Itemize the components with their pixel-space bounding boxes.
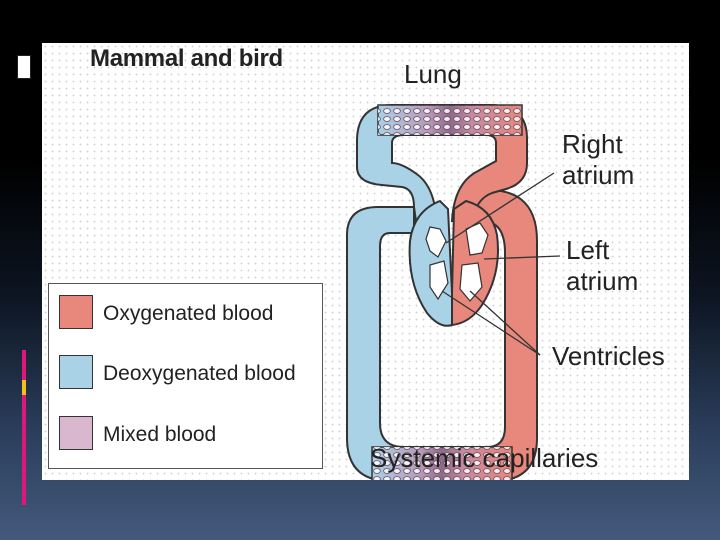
slide-accent-bar-pink-long	[22, 395, 26, 505]
legend: Oxygenated blood Deoxygenated blood Mixe…	[48, 283, 323, 469]
ventricles-label: Ventricles	[552, 341, 665, 371]
ventricles-leader-2	[469, 290, 541, 356]
lung-label: Lung	[404, 59, 462, 89]
legend-item-mixed: Mixed blood	[59, 416, 319, 452]
slide-decoration-square	[17, 55, 31, 79]
legend-label-deoxygenated: Deoxygenated blood	[103, 362, 296, 385]
legend-swatch-deoxygenated	[59, 355, 93, 389]
right-atrium-chamber	[425, 226, 447, 258]
legend-label-mixed: Mixed blood	[103, 423, 217, 446]
diagram-title: Mammal and bird	[90, 45, 283, 72]
legend-label-oxygenated: Oxygenated blood	[103, 302, 274, 325]
right-atrium-label: Right atrium	[562, 129, 635, 190]
slide-accent-bar-pink	[22, 350, 26, 380]
ventricles-leader-1	[441, 290, 541, 356]
legend-item-deoxygenated: Deoxygenated blood	[59, 355, 319, 391]
left-ventricle-chamber	[459, 262, 483, 302]
circulation-diagram	[346, 104, 561, 480]
left-atrium-leader	[483, 255, 561, 260]
heart-right-side	[408, 199, 453, 327]
systemic-capillaries-label: Systemic capillaries	[370, 443, 599, 473]
systemic-vessel-deoxygenated	[346, 206, 438, 480]
legend-swatch-oxygenated	[59, 295, 93, 329]
legend-swatch-mixed	[59, 416, 93, 450]
left-atrium-chamber	[465, 222, 489, 256]
circulation-figure: Mammal and bird Lung Right atrium Left a…	[42, 43, 689, 480]
legend-item-oxygenated: Oxygenated blood	[59, 295, 319, 331]
slide-accent-bar-yellow	[22, 380, 26, 395]
right-atrium-leader	[445, 172, 555, 244]
left-atrium-label: Left atrium	[566, 235, 639, 296]
